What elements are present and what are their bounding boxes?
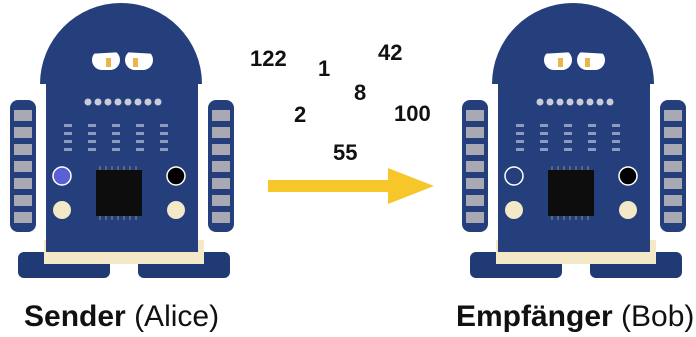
sender-robot: [4, 0, 244, 300]
receiver-role: Empfänger: [456, 300, 613, 333]
number-2: 2: [294, 102, 307, 127]
number-42: 42: [378, 40, 403, 65]
receiver-name: (Bob): [621, 300, 695, 333]
receiver-robot: [456, 0, 696, 300]
robot-icon: [10, 3, 234, 278]
arrow-right-icon: [268, 168, 434, 204]
number-100: 100: [394, 101, 431, 126]
robot-icon: [462, 3, 686, 278]
sender-role: Sender: [24, 300, 126, 333]
number-122: 122: [250, 46, 287, 71]
number-8: 8: [354, 80, 367, 105]
number-1: 1: [318, 56, 331, 81]
sender-name: (Alice): [134, 300, 220, 333]
sender-caption: Sender (Alice): [24, 300, 219, 334]
number-55: 55: [333, 140, 358, 165]
receiver-caption: Empfänger (Bob): [456, 300, 694, 334]
